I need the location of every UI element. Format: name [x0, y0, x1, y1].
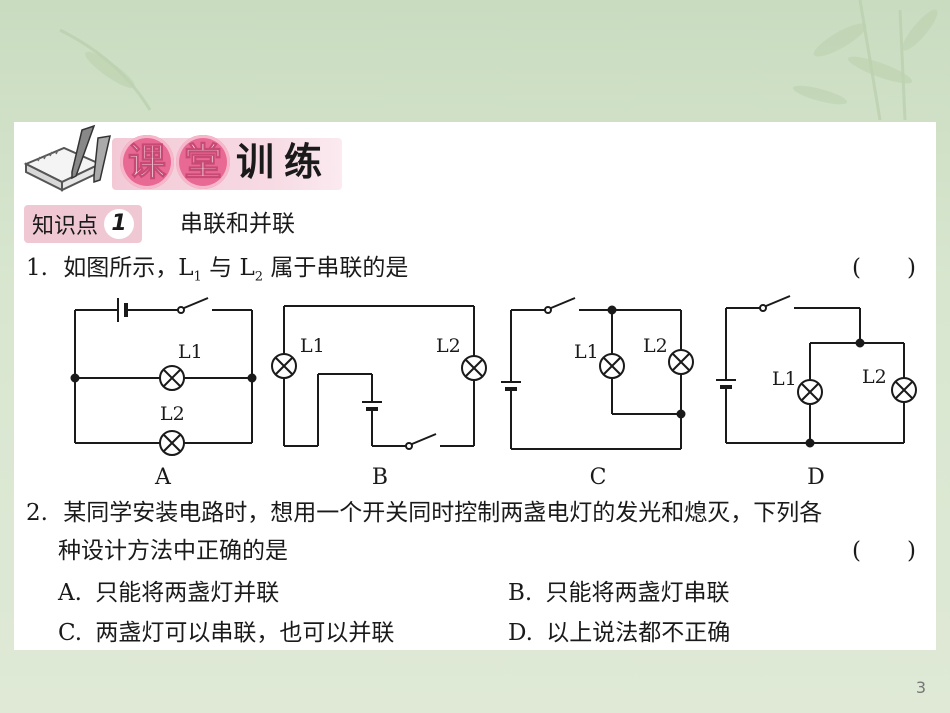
knowledge-point-number: 1	[104, 209, 135, 239]
section-title: 课 堂 训 练	[120, 134, 326, 190]
lamp-label-l1-b: L1	[300, 335, 325, 357]
option-b[interactable]: B. 只能将两盏灯串联	[508, 580, 730, 606]
question-number: 2.	[26, 500, 48, 526]
lamp-label-l2-b: L2	[436, 335, 461, 357]
circuit-c	[501, 297, 686, 450]
lamp-l1	[797, 379, 823, 405]
question-number: 1.	[26, 255, 48, 281]
option-a[interactable]: A. 只能将两盏灯并联	[58, 580, 280, 606]
knowledge-point-title: 串联和并联	[180, 211, 295, 237]
notebook-pen-icon	[23, 124, 111, 192]
lamp-label-l2-a: L2	[160, 403, 185, 425]
circuit-a	[70, 297, 257, 444]
lamp-label-l2-c: L2	[643, 335, 668, 357]
circuit-d	[716, 295, 905, 448]
question-2-stem-line-2: 种设计方法中正确的是	[58, 538, 288, 564]
answer-blank-2[interactable]: ( )	[852, 538, 916, 564]
lamp-l1	[159, 365, 185, 391]
title-char: 训	[235, 140, 274, 184]
lamp-l2	[891, 377, 917, 403]
question-2-stem-line-1: 2. 某同学安装电路时，想用一个开关同时控制两盏电灯的发光和熄灭，下列各	[26, 500, 823, 526]
lamp-l1	[271, 353, 297, 379]
lamp-l2	[159, 430, 185, 456]
title-char-circled: 课	[120, 135, 174, 189]
figure-label-b: B	[372, 465, 388, 490]
answer-blank-1[interactable]: ( )	[852, 255, 916, 281]
title-char: 练	[283, 140, 322, 184]
lamp-label-l1-d: L1	[772, 368, 797, 390]
figure-label-c: C	[590, 465, 607, 490]
figure-label-d: D	[807, 465, 825, 490]
knowledge-point-tag: 知识点 1	[24, 205, 143, 243]
lamp-label-l1-c: L1	[574, 341, 599, 363]
lamp-l1	[599, 353, 625, 379]
lamp-label-l2-d: L2	[862, 366, 887, 388]
knowledge-point-label: 知识点	[32, 214, 99, 239]
circuit-b	[283, 305, 475, 450]
option-d[interactable]: D. 以上说法都不正确	[508, 620, 731, 646]
lamp-label-l1-a: L1	[178, 341, 203, 363]
figure-label-a: A	[154, 465, 172, 490]
title-char-circled: 堂	[176, 135, 230, 189]
lamp-l2	[461, 355, 487, 381]
option-c[interactable]: C. 两盏灯可以串联，也可以并联	[58, 620, 395, 646]
question-1-stem: 1. 如图所示，L1 与 L2 属于串联的是	[26, 255, 409, 285]
lamp-l2	[668, 349, 694, 375]
page-number: 3	[915, 678, 926, 697]
